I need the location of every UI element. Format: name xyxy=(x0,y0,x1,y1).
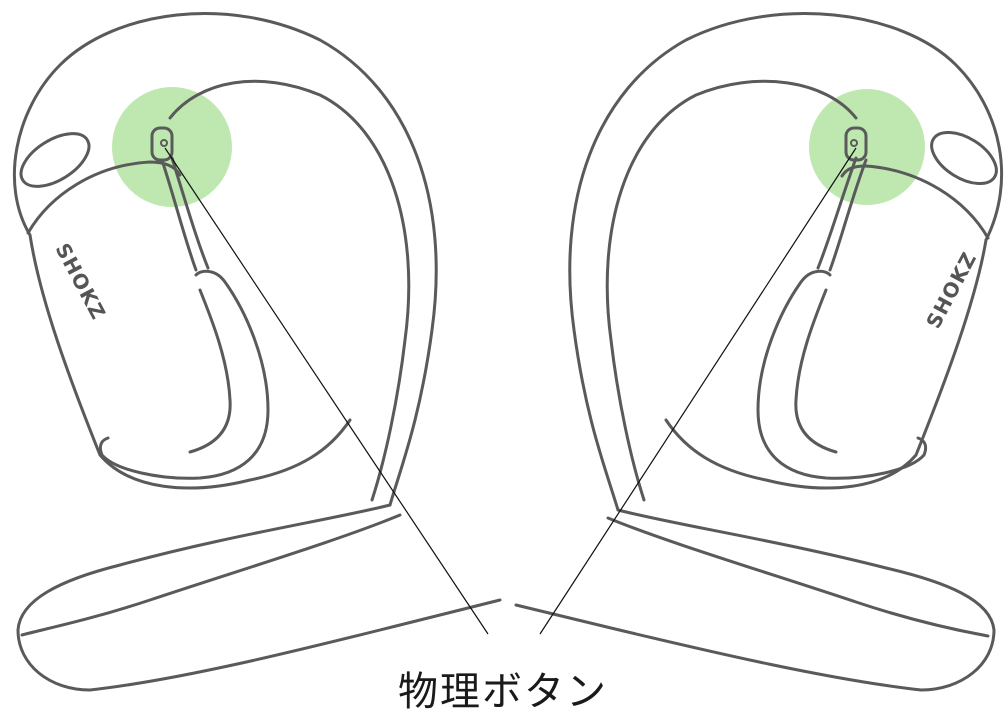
left-neck-b xyxy=(170,156,210,270)
left-ear-hook-outer xyxy=(12,12,438,507)
left-tail xyxy=(16,503,502,692)
right-neck-a xyxy=(828,158,868,272)
right-speaker-top xyxy=(840,164,990,240)
left-tip-pad xyxy=(98,269,270,480)
physical-button-caption: 物理ボタン xyxy=(398,669,608,715)
right-button-dot xyxy=(850,139,858,147)
right-earbud xyxy=(514,12,1004,692)
left-vent xyxy=(19,132,91,188)
left-neck-a xyxy=(160,158,198,272)
right-leader-line xyxy=(539,147,857,635)
right-tip-pad-inner xyxy=(794,288,838,454)
left-brand-text: SHOKZ xyxy=(51,239,111,324)
left-speaker-top xyxy=(26,160,182,235)
left-tip-pad-inner xyxy=(188,288,232,454)
right-brand-text: SHOKZ xyxy=(921,248,981,333)
left-button-dot xyxy=(160,139,168,147)
right-speaker-body xyxy=(664,238,988,490)
right-vent xyxy=(930,130,998,186)
right-tail-inner xyxy=(606,516,990,638)
left-tail-inner xyxy=(20,513,402,637)
left-earbud: SHOKZ xyxy=(12,12,502,692)
left-physical-button xyxy=(150,126,174,162)
right-ear-hook-outer xyxy=(568,12,1004,512)
right-physical-button xyxy=(844,126,868,162)
right-tail xyxy=(514,508,996,692)
left-speaker-body xyxy=(28,233,352,490)
left-ear-hook-inner xyxy=(168,79,411,502)
left-leader-line xyxy=(164,147,489,635)
right-tip-pad xyxy=(756,269,928,480)
right-ear-hook-inner xyxy=(605,79,858,502)
right-neck-b xyxy=(816,156,858,270)
